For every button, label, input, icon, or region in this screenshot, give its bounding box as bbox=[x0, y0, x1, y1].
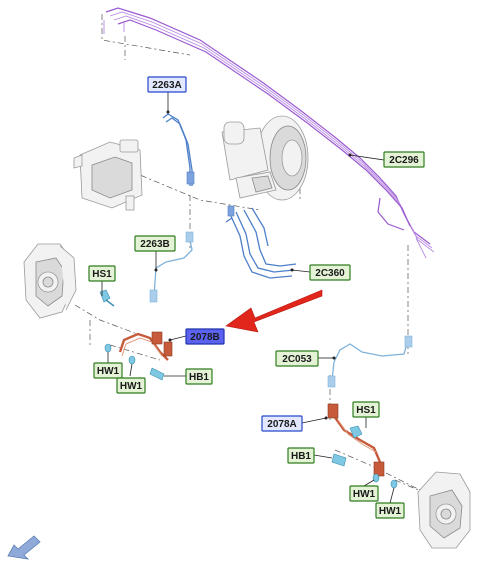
tube-2C053 bbox=[327, 335, 413, 388]
right-caliper-part bbox=[417, 471, 471, 549]
label-2078B: 2078B bbox=[185, 328, 225, 345]
label-hw1-c: HW1 bbox=[349, 485, 379, 502]
svg-text:HW1: HW1 bbox=[97, 366, 120, 377]
svg-text:2078B: 2078B bbox=[190, 332, 219, 343]
label-2C360: 2C360 bbox=[309, 264, 351, 281]
washer-hw1-a bbox=[104, 343, 112, 353]
label-2C053: 2C053 bbox=[275, 350, 319, 367]
abs-module-part bbox=[73, 139, 143, 211]
svg-text:HS1: HS1 bbox=[356, 405, 376, 416]
washer-hw1-d bbox=[390, 479, 398, 489]
svg-text:HB1: HB1 bbox=[291, 451, 311, 462]
svg-text:HW1: HW1 bbox=[379, 506, 402, 517]
svg-text:2C053: 2C053 bbox=[282, 354, 312, 365]
tube-bundle-2C360 bbox=[225, 205, 297, 279]
washer-hw1-c bbox=[372, 473, 380, 483]
svg-text:2263A: 2263A bbox=[152, 80, 181, 91]
banjo-bolt-hb1-right bbox=[331, 453, 347, 467]
label-2263A: 2263A bbox=[147, 76, 187, 93]
tube-bundle-2C296 bbox=[103, 7, 435, 259]
label-hw1-d: HW1 bbox=[375, 502, 405, 519]
tube-2263A bbox=[162, 113, 195, 186]
left-caliper-part bbox=[23, 243, 77, 319]
label-2078A: 2078A bbox=[261, 415, 303, 432]
svg-text:2263B: 2263B bbox=[140, 239, 169, 250]
svg-text:HW1: HW1 bbox=[353, 489, 376, 500]
label-hs1-left: HS1 bbox=[88, 265, 116, 282]
hose-2078A bbox=[327, 403, 385, 477]
svg-text:2C296: 2C296 bbox=[389, 155, 419, 166]
label-hs1-right: HS1 bbox=[352, 401, 380, 418]
svg-text:2C360: 2C360 bbox=[315, 268, 345, 279]
centre-lines bbox=[74, 14, 431, 496]
bleeder-screw-hs1-left bbox=[99, 289, 115, 307]
tube-2263B bbox=[149, 231, 194, 303]
red-arrow-icon bbox=[225, 289, 323, 333]
washer-hw1-b bbox=[128, 355, 136, 365]
svg-text:HW1: HW1 bbox=[120, 381, 143, 392]
svg-text:2078A: 2078A bbox=[267, 419, 296, 430]
svg-text:HS1: HS1 bbox=[92, 269, 112, 280]
label-2C296: 2C296 bbox=[383, 151, 425, 168]
label-hw1-b: HW1 bbox=[116, 377, 146, 394]
banjo-bolt-hb1-left bbox=[149, 367, 165, 381]
orientation-arrow-icon bbox=[7, 535, 41, 560]
label-2263B: 2263B bbox=[134, 235, 176, 252]
hose-2078B bbox=[118, 331, 173, 361]
brake-booster-part bbox=[221, 115, 309, 201]
hardware-parts bbox=[99, 289, 398, 489]
bleeder-screw-hs1-right bbox=[349, 425, 363, 439]
svg-text:HB1: HB1 bbox=[189, 372, 209, 383]
label-hb1-right: HB1 bbox=[287, 447, 315, 464]
leader-lines bbox=[101, 92, 395, 504]
label-hb1-left: HB1 bbox=[185, 368, 213, 385]
label-hw1-a: HW1 bbox=[93, 362, 123, 379]
part-labels: 2263A 2C296 2263B 2C360 HS1 2078B HW1 H bbox=[88, 76, 425, 519]
